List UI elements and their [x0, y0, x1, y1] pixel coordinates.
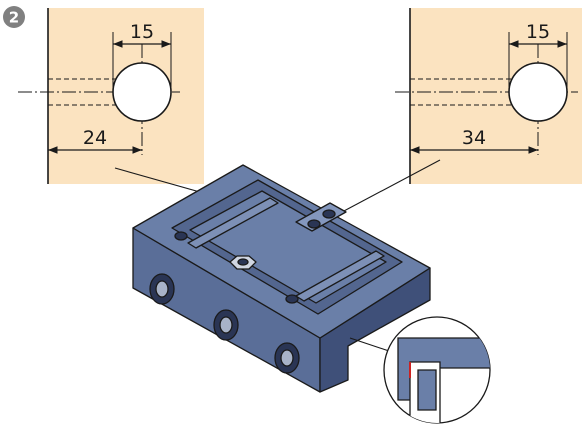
adjustment-screw-a [307, 219, 321, 229]
left-hole-diameter-label: 15 [130, 21, 154, 43]
mounting-housing [132, 164, 431, 393]
left-edge-distance-label: 24 [83, 127, 107, 149]
magnifier-leader-line [349, 337, 393, 353]
step-badge: 2 [3, 6, 25, 28]
right-hole [508, 62, 568, 122]
corner-screw-left [174, 231, 188, 241]
housing-rail-front [295, 250, 385, 302]
right-detail-panel: 15 34 [395, 8, 582, 184]
left-detail-panel: 15 24 [18, 8, 204, 184]
housing-rail-back [187, 197, 279, 249]
right-leader-line [326, 159, 441, 221]
corner-screw-front [285, 294, 299, 304]
adjustment-screw-b [322, 209, 336, 219]
right-edge-distance-label: 34 [462, 127, 486, 149]
magnified-detail [383, 316, 491, 424]
step-number: 2 [9, 9, 19, 27]
right-hole-diameter-label: 15 [526, 21, 550, 43]
left-hole [112, 62, 172, 122]
